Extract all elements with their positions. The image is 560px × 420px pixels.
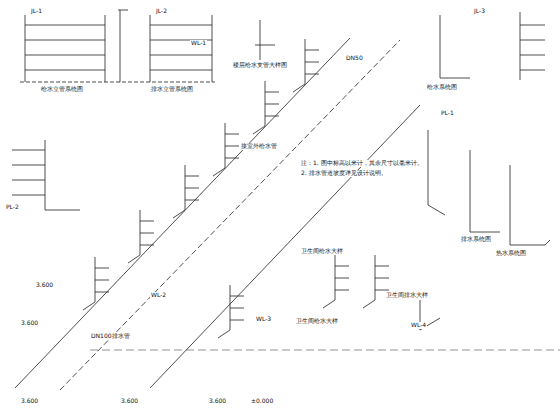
pipe-stroke	[230, 285, 231, 330]
pipe-stroke	[363, 300, 375, 308]
pipe-stroke	[128, 255, 140, 263]
pipe-stroke	[225, 134, 239, 135]
pipe-label: JL-3	[473, 8, 486, 15]
pipe-stroke	[225, 158, 239, 159]
elevation-mark: 3.600	[35, 282, 54, 289]
pipe-stroke	[185, 165, 186, 210]
elevation-mark: 3.600	[120, 398, 139, 405]
branch-risers	[83, 39, 440, 338]
elevation-mark: ±0.000	[250, 398, 274, 405]
pipe-label: WL-2	[150, 292, 167, 299]
pipe-stroke	[375, 255, 376, 300]
pipe-stroke	[95, 292, 109, 293]
pipe-stroke	[230, 296, 244, 297]
pipe-stroke	[305, 62, 319, 63]
pipe-label: PL-1	[440, 110, 455, 117]
pipe-stroke	[335, 278, 349, 279]
pipe-label: WL-4	[410, 322, 427, 329]
pipe-stroke	[95, 257, 96, 302]
pipe-stroke	[185, 176, 199, 177]
pipe-label: 排水立管系统图	[150, 86, 194, 93]
diagonal-mains	[15, 38, 560, 390]
pipe-stroke	[230, 308, 244, 309]
pipe-label: JL-2	[155, 8, 168, 15]
pipe-stroke	[225, 123, 226, 168]
pipe-stroke	[375, 290, 389, 291]
pipe-stroke	[335, 290, 349, 291]
right-risers	[428, 12, 550, 245]
pipe-stroke	[140, 233, 154, 234]
pipe-stroke	[213, 168, 225, 176]
pipe-stroke	[375, 278, 389, 279]
pipe-label: 卫生间排水大样	[385, 292, 429, 299]
pipe-stroke	[375, 266, 389, 267]
pipe-label: WL-1	[190, 40, 207, 47]
pipe-stroke	[335, 255, 336, 300]
pipe-stroke	[335, 266, 349, 267]
pipe-stroke	[95, 280, 109, 281]
pipe-label: 楼层给水支管大样图	[232, 62, 288, 69]
elevation-mark: 3.600	[208, 398, 227, 405]
elevation-mark: 3.600	[20, 320, 39, 327]
pipe-label: WL-3	[255, 316, 272, 323]
pipe-label: 卫生间给水大样	[300, 248, 344, 255]
pipe-stroke	[173, 210, 185, 218]
pipe-stroke	[185, 188, 199, 189]
pipe-label: 卫生间给水大样	[295, 318, 339, 325]
pipe-label: 排水系统图	[460, 236, 492, 243]
pipe-stroke	[265, 92, 279, 93]
pipe-label: 注：1. 图中标高以米计，其余尺寸以毫米计。	[300, 160, 424, 167]
pipe-stroke	[253, 126, 265, 134]
pipe-label: JL-1	[30, 8, 43, 15]
pipe-stroke	[265, 104, 279, 105]
pipe-stroke	[218, 330, 230, 338]
pipe-stroke	[83, 302, 95, 310]
pipe-stroke	[230, 320, 244, 321]
pipe-stroke	[305, 50, 319, 51]
pipe-label: PL-2	[5, 204, 20, 211]
pipe-label: 给水立管系统图	[40, 86, 84, 93]
elevation-mark: 3.600	[20, 398, 39, 405]
left-riser	[12, 140, 80, 210]
pipe-stroke	[323, 300, 335, 308]
pipe-label: DN50	[345, 55, 364, 62]
pipe-stroke	[265, 116, 279, 117]
pipe-stroke	[265, 81, 266, 126]
pipe-label: 热水系统图	[495, 250, 527, 257]
pipe-stroke	[95, 268, 109, 269]
pipe-stroke	[305, 39, 306, 84]
pipe-stroke	[140, 245, 154, 246]
pipe-stroke	[305, 74, 319, 75]
pipe-label: DN100排水管	[90, 333, 131, 340]
pipe-stroke	[185, 200, 199, 201]
pipe-stroke	[140, 210, 141, 255]
pipe-stroke	[225, 146, 239, 147]
pipe-label: 接室外给水管	[240, 143, 278, 150]
pipe-label: 给水系统图	[426, 84, 458, 91]
top-left-riser-block	[20, 10, 275, 82]
pipe-stroke	[140, 221, 154, 222]
elevation-mark: 2. 排水管道坡度详见设计说明。	[300, 170, 388, 177]
pipe-stroke	[293, 84, 305, 92]
